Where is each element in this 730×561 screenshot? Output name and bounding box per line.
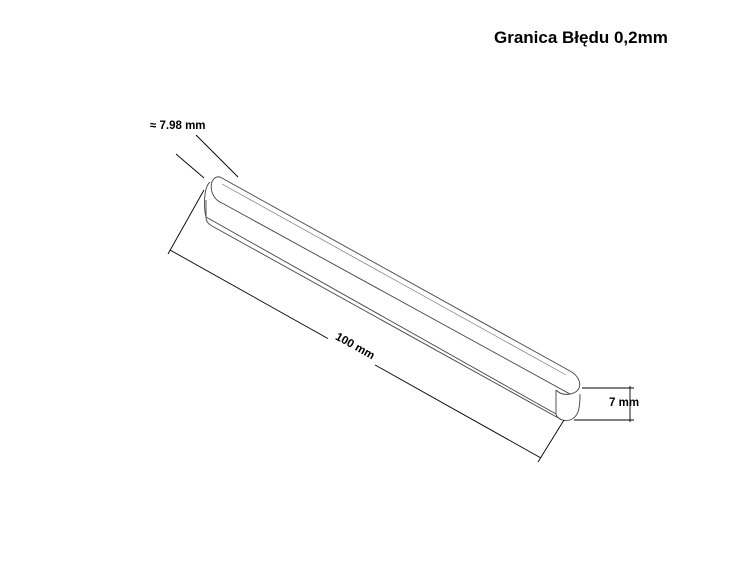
key-right-end [555, 390, 581, 422]
width-extension-line [195, 134, 239, 178]
key-bottom-edge [205, 216, 563, 421]
key-top-face [210, 176, 581, 395]
length-extension-line-left [167, 189, 205, 255]
width-dimension-line [175, 153, 205, 179]
drawing-title: Granica Błędu 0,2mm [494, 28, 668, 47]
key-left-vertical-edge [205, 216, 557, 415]
height-dimension: 7 mm [574, 386, 639, 422]
key-right-end-top [555, 389, 571, 395]
length-label-background [322, 322, 384, 376]
length-dimension: 100 mm [167, 189, 565, 463]
width-label: ≈ 7.98 mm [150, 120, 206, 132]
key-top-inner-edge [221, 183, 567, 376]
height-label: 7 mm [609, 397, 639, 409]
parallel-key-body [204, 176, 581, 422]
length-extension-line-right [537, 419, 565, 463]
key-left-end [204, 181, 211, 218]
width-dimension: ≈ 7.98 mm [150, 120, 239, 179]
